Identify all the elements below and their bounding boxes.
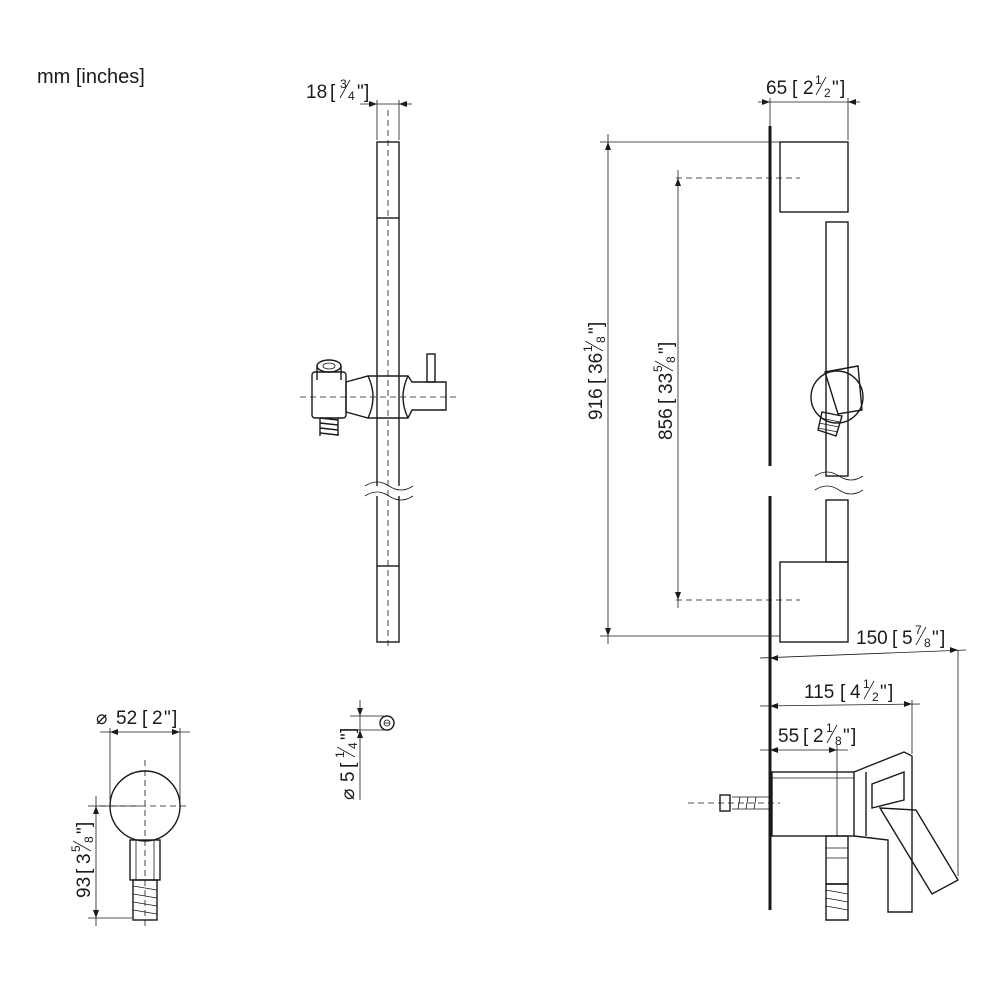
svg-text:5: 5 <box>338 771 359 782</box>
dimension-rosette-height: 93 [ 3 5 8 " ] <box>69 796 140 926</box>
svg-text:]: ] <box>586 322 607 327</box>
svg-text:⌀: ⌀ <box>338 789 359 800</box>
svg-text:[: [ <box>338 762 359 768</box>
svg-text:5: 5 <box>69 845 83 852</box>
svg-text:[: [ <box>74 868 95 874</box>
svg-text:1: 1 <box>581 345 595 352</box>
svg-text:36: 36 <box>586 353 607 374</box>
svg-text:": " <box>586 327 607 334</box>
svg-text:3: 3 <box>340 77 347 91</box>
svg-text:5: 5 <box>902 628 913 649</box>
svg-text:]: ] <box>851 726 856 747</box>
svg-text:]: ] <box>888 682 893 703</box>
svg-text:916: 916 <box>586 388 607 420</box>
svg-text:]: ] <box>338 728 359 733</box>
svg-text:[: [ <box>803 726 809 747</box>
svg-text:1: 1 <box>333 751 347 758</box>
svg-text:2: 2 <box>872 690 879 704</box>
shower-bar-side-view: 65 [ 2 1 2 " ] 916 [ 36 1 8 " ] <box>581 73 864 910</box>
wall-outlet-side-view: 150 [ 5 7 8 " ] 115 [ 4 1 2 " ] <box>688 623 967 921</box>
svg-text:1: 1 <box>863 677 870 691</box>
svg-text:4: 4 <box>346 742 360 749</box>
svg-text:4: 4 <box>850 682 861 703</box>
dimension-outlet-projection: 150 [ 5 7 8 " ] <box>759 623 967 876</box>
svg-text:]: ] <box>172 708 177 729</box>
svg-text:": " <box>880 682 887 703</box>
svg-text:[: [ <box>330 82 336 103</box>
bar-diameter-mm: 18 <box>306 82 327 103</box>
svg-text:2: 2 <box>824 86 831 100</box>
svg-text:1: 1 <box>826 721 833 735</box>
svg-text:5: 5 <box>651 365 665 372</box>
svg-text:": " <box>656 347 677 354</box>
svg-text:[: [ <box>142 708 148 729</box>
svg-text:]: ] <box>74 822 95 827</box>
svg-text:150: 150 <box>856 628 888 649</box>
dimension-total-height: 916 [ 36 1 8 " ] <box>581 134 780 644</box>
svg-text:65: 65 <box>766 78 787 99</box>
svg-text:8: 8 <box>82 836 96 843</box>
svg-text:[: [ <box>792 78 798 99</box>
svg-text:8: 8 <box>594 336 608 343</box>
svg-text:[: [ <box>840 682 846 703</box>
slider-holder <box>300 353 460 436</box>
top-mount-block <box>779 141 849 213</box>
side-slider-holder <box>810 365 864 437</box>
svg-text:2: 2 <box>803 78 814 99</box>
svg-text:": " <box>357 82 364 103</box>
svg-text:115: 115 <box>804 682 834 703</box>
dimension-bar-diameter: 18 [ 3 4 " ] <box>306 77 412 140</box>
svg-text:4: 4 <box>348 89 355 103</box>
svg-text:52: 52 <box>116 708 137 729</box>
svg-text:856: 856 <box>656 408 677 440</box>
bar-bottom-cap <box>376 565 400 643</box>
svg-text:1: 1 <box>815 73 822 87</box>
dimension-rosette-diameter: ⌀ 52 [ 2 " ] <box>96 708 190 800</box>
bottom-mount-block <box>779 561 849 643</box>
svg-text:3: 3 <box>74 853 95 864</box>
svg-text:]: ] <box>840 78 845 99</box>
svg-text:": " <box>338 733 359 740</box>
dimension-elbow-projection: 55 [ 2 1 8 " ] <box>760 721 856 836</box>
svg-text:": " <box>932 628 939 649</box>
svg-text:": " <box>843 726 850 747</box>
svg-text:8: 8 <box>835 734 842 748</box>
svg-text:2: 2 <box>152 708 163 729</box>
svg-text:33: 33 <box>656 373 677 394</box>
svg-text:[: [ <box>656 398 677 404</box>
dimension-holder-projection: 115 [ 4 1 2 " ] <box>759 677 921 754</box>
svg-text:]: ] <box>656 342 677 347</box>
svg-text:93: 93 <box>74 877 95 898</box>
svg-text:[: [ <box>586 378 607 384</box>
svg-text:[: [ <box>892 628 898 649</box>
units-label: mm [inches] <box>37 66 145 88</box>
svg-text:7: 7 <box>915 623 922 637</box>
screw-detail: ⌀ 5 [ 1 4 " ] <box>333 700 395 800</box>
outlet-body <box>771 771 855 837</box>
svg-text:": " <box>74 827 95 834</box>
wall-holder-front-view: ⌀ 52 [ 2 " ] 93 [ 3 5 8 " ] <box>69 708 190 930</box>
shower-bar-front-view: 18 [ 3 4 " ] <box>300 77 460 650</box>
svg-text:8: 8 <box>924 636 931 650</box>
svg-text:8: 8 <box>664 356 678 363</box>
svg-text:⌀: ⌀ <box>96 708 107 729</box>
dimension-mount-spacing: 856 [ 33 5 8 " ] <box>651 170 681 608</box>
svg-text:]: ] <box>940 628 945 649</box>
svg-text:55: 55 <box>778 726 799 747</box>
svg-text:]: ] <box>364 82 369 103</box>
svg-text:": " <box>164 708 171 729</box>
dimension-wall-depth: 65 [ 2 1 2 " ] <box>758 73 860 140</box>
svg-text:2: 2 <box>813 726 824 747</box>
svg-text:": " <box>832 78 839 99</box>
